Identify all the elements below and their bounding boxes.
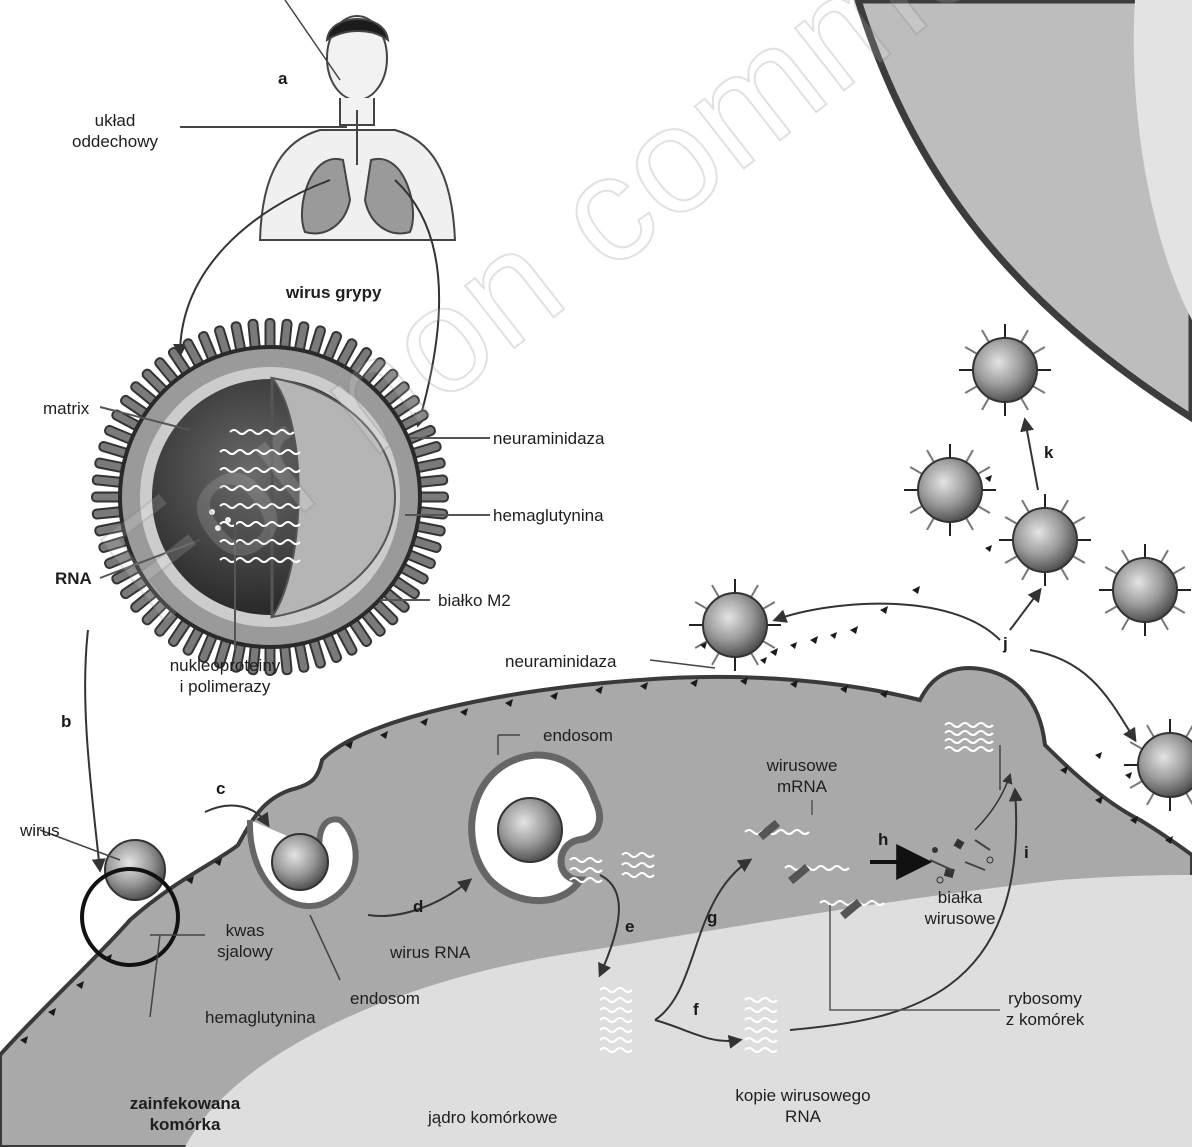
arrow-j-up [1010,590,1040,630]
step-f: f [693,1000,699,1020]
arrow-j-left [775,604,1000,640]
label-wirus-rna: wirus RNA [390,942,470,963]
virus-in-endosome [498,798,562,862]
label-mrna-line2: mRNA [752,776,852,797]
arrow-b [85,630,100,870]
label-mrna-line1: wirusowe [752,755,852,776]
label-nukleo-line2: i polimerazy [160,676,290,697]
label-nukleo-line1: nukleoproteiny [160,655,290,676]
step-g: g [707,908,717,928]
step-b: b [61,712,71,732]
step-i: i [1024,843,1029,863]
label-zainfekowana-line1: zainfekowana [115,1093,255,1114]
neuraminidaza-leader [650,660,715,668]
label-kwas-line2: sjalowy [205,941,285,962]
label-rybosomy-line1: rybosomy [990,988,1100,1009]
label-zainfekowana-komorka: zainfekowana komórka [115,1093,255,1135]
label-hemaglutynina-bottom: hemaglutynina [205,1007,316,1028]
label-bialka-line2: wirusowe [915,908,1005,929]
label-matrix: matrix [43,398,89,419]
label-uklad-line1: układ [60,110,170,131]
arrow-j-right [1030,650,1135,740]
label-endosom-bottom: endosom [350,988,420,1009]
step-a: a [278,69,287,89]
label-rna: RNA [55,568,92,589]
label-kwas-sjalowy: kwas sjalowy [205,920,285,962]
virus-in-pocket [272,834,328,890]
label-endosom-top: endosom [543,725,613,746]
label-wirusowe-mrna: wirusowe mRNA [752,755,852,797]
label-bialko-m2: białko M2 [438,590,511,611]
label-hemaglutynina-top: hemaglutynina [493,505,604,526]
step-c: c [216,779,225,799]
step-k: k [1044,443,1053,463]
label-rybosomy: rybosomy z komórek [990,988,1100,1030]
label-wirus-grypy: wirus grypy [286,282,381,303]
label-uklad-line2: oddechowy [60,131,170,152]
label-kopie-rna: kopie wirusowego RNA [718,1085,888,1127]
label-neuraminidaza-mid: neuraminidaza [505,651,617,672]
step-h: h [878,830,888,850]
label-bialka-wirusowe: białka wirusowe [915,887,1005,929]
influenza-virion [92,319,448,675]
label-kopie-line2: RNA [718,1106,888,1127]
step-j: j [1003,634,1008,654]
arrow-k [1025,420,1038,490]
step-e: e [625,917,634,937]
label-rybosomy-line2: z komórek [990,1009,1100,1030]
step-d: d [413,897,423,917]
label-kopie-line1: kopie wirusowego [718,1085,888,1106]
label-bialka-line1: białka [915,887,1005,908]
label-neuraminidaza-top: neuraminidaza [493,428,605,449]
label-kwas-line1: kwas [205,920,285,941]
label-uklad-oddechowy: układ oddechowy [60,110,170,152]
label-nukleoproteiny: nukleoproteiny i polimerazy [160,655,290,697]
label-zainfekowana-line2: komórka [115,1114,255,1135]
label-wirus: wirus [20,820,60,841]
label-jadro: jądro komórkowe [428,1107,557,1128]
